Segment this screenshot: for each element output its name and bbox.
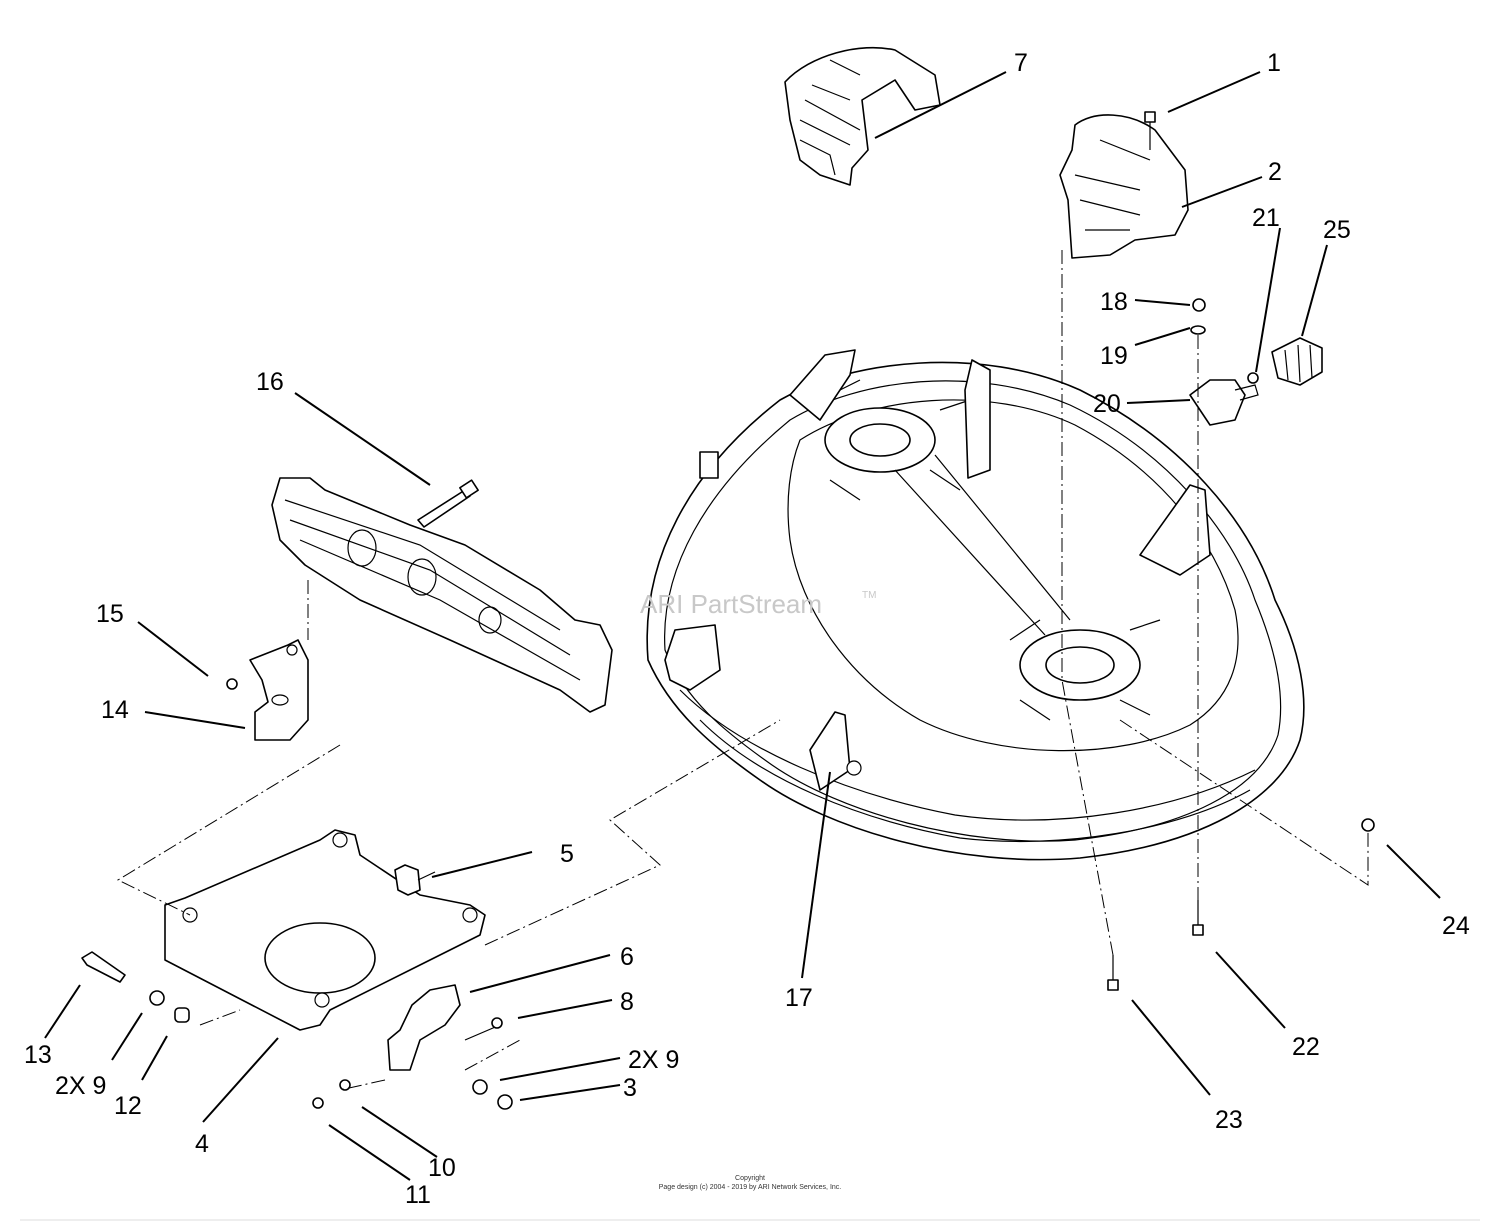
callout-8: 8 xyxy=(620,988,634,1016)
callout-13: 13 xyxy=(24,1041,52,1069)
callout-9-left: 2X 9 xyxy=(55,1072,106,1100)
callout-18: 18 xyxy=(1100,288,1128,316)
discharge-chute-7 xyxy=(784,46,941,186)
callout-3: 3 xyxy=(623,1074,637,1102)
watermark-trademark: TM xyxy=(862,590,876,601)
bracket-14 xyxy=(226,639,309,741)
copyright-line-2: Page design (c) 2004 - 2019 by ARI Netwo… xyxy=(659,1184,842,1191)
callout-5: 5 xyxy=(560,840,574,868)
hardware-18-19-20-21-25 xyxy=(1189,298,1323,426)
copyright-line-1: Copyright xyxy=(735,1175,765,1182)
callout-20: 20 xyxy=(1093,390,1121,418)
callout-7: 7 xyxy=(1014,49,1028,77)
callout-17: 17 xyxy=(785,984,813,1012)
callout-24: 24 xyxy=(1442,912,1470,940)
callout-12: 12 xyxy=(114,1092,142,1120)
callout-2: 2 xyxy=(1268,158,1282,186)
callout-19: 19 xyxy=(1100,342,1128,370)
plate-4 xyxy=(164,829,486,1031)
pivot-arm-16 xyxy=(271,477,613,713)
callout-10: 10 xyxy=(428,1154,456,1182)
callout-25: 25 xyxy=(1323,216,1351,244)
deflector-2 xyxy=(1059,114,1189,259)
callout-9-right: 2X 9 xyxy=(628,1046,679,1074)
small-hardware xyxy=(81,864,513,1110)
leader-lines xyxy=(44,71,1441,1181)
callout-21: 21 xyxy=(1252,204,1280,232)
bolt-1 xyxy=(1144,111,1156,150)
callout-1: 1 xyxy=(1267,49,1281,77)
bolts-22-23-24 xyxy=(1107,818,1375,991)
callout-22: 22 xyxy=(1292,1033,1320,1061)
watermark: ARI PartStream xyxy=(640,589,822,619)
callout-16: 16 xyxy=(256,368,284,396)
callout-4: 4 xyxy=(195,1130,209,1158)
callout-14: 14 xyxy=(101,696,129,724)
callout-labels: 1 2 7 21 25 18 19 20 16 15 14 5 6 8 2X 9… xyxy=(24,49,1470,1209)
callout-11: 11 xyxy=(405,1181,431,1209)
callout-15: 15 xyxy=(96,600,124,628)
assembly-lines xyxy=(116,250,1369,1091)
callout-6: 6 xyxy=(620,943,634,971)
callout-23: 23 xyxy=(1215,1106,1243,1134)
mower-deck xyxy=(646,349,1305,861)
